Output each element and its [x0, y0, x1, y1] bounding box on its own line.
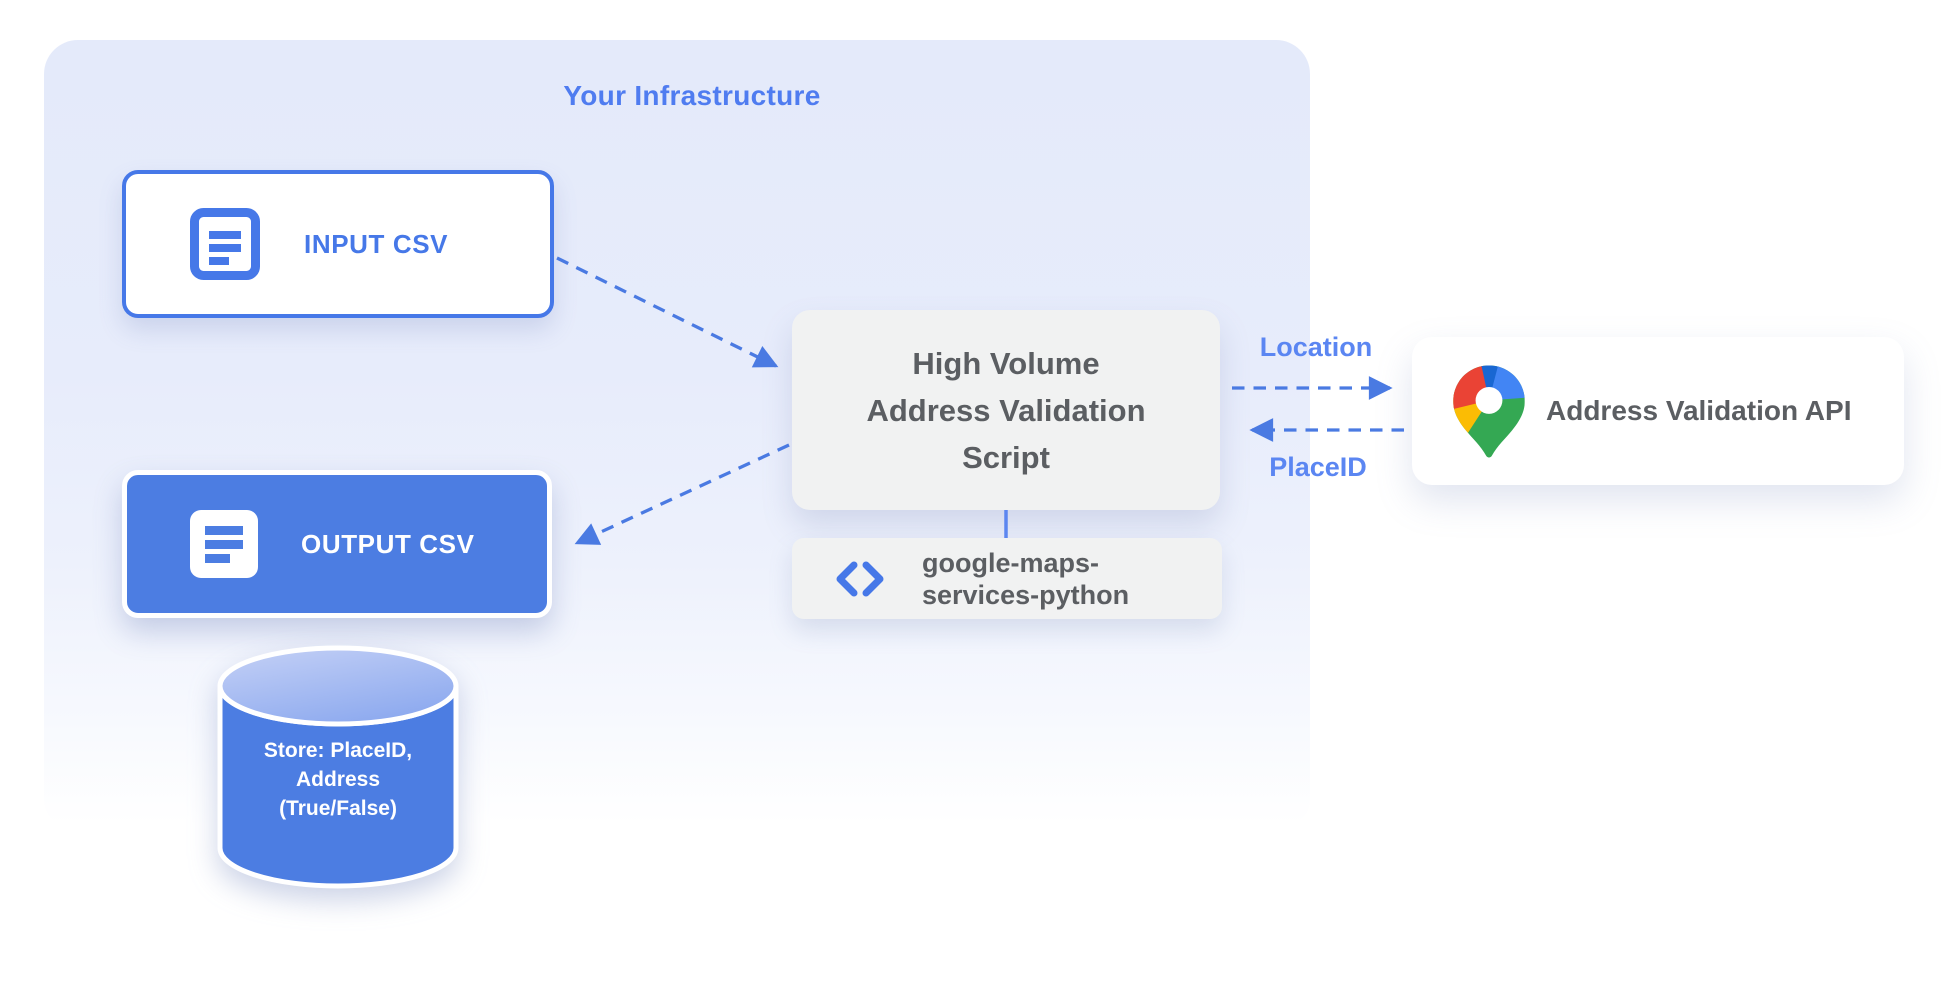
api-node: Address Validation API	[1412, 337, 1904, 485]
library-label-line: services-python	[922, 579, 1130, 610]
datastore-label-line: Store: PlaceID,	[263, 739, 413, 762]
api-label: Address Validation API	[1546, 395, 1852, 426]
datastore-label: Store: PlaceID, Address (True/False)	[198, 736, 478, 823]
document-icon	[190, 208, 260, 280]
script-label-line: Script	[962, 439, 1050, 475]
script-node: High Volume Address Validation Script	[792, 310, 1220, 510]
datastore-label-line: (True/False)	[279, 797, 397, 820]
script-label-line: High Volume	[912, 345, 1100, 381]
infrastructure-title: Your Infrastructure	[563, 80, 821, 111]
document-icon	[190, 510, 258, 578]
output-csv-node: OUTPUT CSV	[122, 470, 552, 618]
datastore-label-line: Address	[295, 768, 381, 791]
code-icon	[836, 561, 884, 596]
datastore-cylinder: Store: PlaceID, Address (True/False)	[198, 636, 478, 898]
output-csv-label: OUTPUT CSV	[301, 528, 475, 559]
database-cylinder-icon	[217, 645, 459, 889]
location-label: Location	[1259, 332, 1373, 362]
library-label: google-maps- services-python	[922, 547, 1129, 611]
library-node: google-maps- services-python	[792, 538, 1222, 619]
input-csv-node: INPUT CSV	[122, 170, 554, 318]
placeid-label: PlaceID	[1269, 452, 1367, 482]
script-label-line: Address Validation	[866, 392, 1146, 428]
library-label-line: google-maps-	[922, 547, 1100, 578]
maps-pin-icon	[1453, 365, 1525, 458]
input-csv-label: INPUT CSV	[304, 228, 449, 259]
